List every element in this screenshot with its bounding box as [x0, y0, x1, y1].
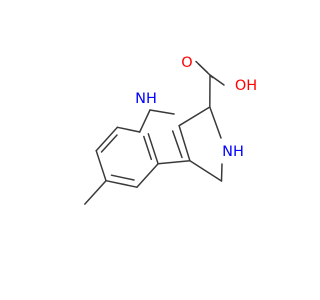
bond-c7a-c7	[116, 126, 141, 133]
bond-c5-c4-inner	[110, 174, 135, 181]
bond-c6-c5	[95, 149, 107, 182]
nh-indole-label: NH	[135, 91, 157, 107]
nh-ring-label: NH	[222, 144, 244, 160]
bond-c1-n2	[209, 106, 222, 139]
bond-c4a-c3a	[157, 160, 191, 165]
bond-n9-c9a	[149, 109, 175, 115]
bond-c7-c6	[95, 126, 119, 152]
o-carbonyl-label: O	[181, 55, 192, 71]
bond-c3-c4	[189, 160, 223, 182]
oh-label: OH	[235, 78, 257, 94]
bond-c9a-c4a-inner	[171, 130, 183, 159]
bond-c7-c6-inner	[100, 134, 118, 153]
bond-c3a-c7a	[147, 133, 159, 165]
bond-c7a-n9	[138, 109, 151, 133]
bond-c3a-c7a-inner	[143, 135, 153, 161]
bond-ccooh-o-2	[195, 60, 209, 74]
atom-labels: NH NH OH O	[135, 55, 257, 160]
bond-n2-c3	[220, 163, 223, 182]
bond-c5-methyl	[84, 179, 107, 205]
bond-c4-c3a	[136, 163, 159, 188]
molecule-canvas: NH NH OH O	[84, 55, 257, 205]
structure-diagram: NH NH OH O	[84, 55, 257, 205]
bond-c9a-c4a	[178, 124, 191, 162]
bond-c9a-c1	[178, 106, 211, 127]
bond-c5-c4	[105, 179, 138, 188]
bonds	[84, 60, 225, 205]
